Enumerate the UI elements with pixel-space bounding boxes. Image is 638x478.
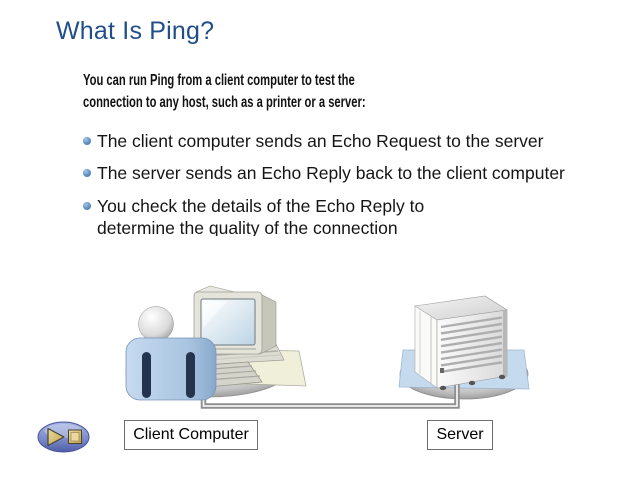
client-computer-illustration — [125, 285, 285, 401]
server-label: Server — [427, 420, 493, 450]
intro-line-2: connection to any host, such as a printe… — [83, 94, 366, 111]
bullet-text: You check the details of the Echo Reply … — [97, 196, 425, 216]
bullet-icon — [83, 202, 91, 210]
bullet-text: The client computer sends an Echo Reques… — [97, 131, 544, 151]
bullet-text: determine the quality of the connection — [97, 218, 398, 236]
bullet-item: You check the details of the Echo Reply … — [83, 195, 424, 236]
client-server-diagram — [125, 285, 530, 409]
server-tower-illustration — [414, 295, 508, 391]
bullet-icon — [83, 137, 91, 145]
nav-controls[interactable] — [34, 418, 92, 456]
client-computer-label: Client Computer — [124, 420, 258, 450]
intro-text: You can run Ping from a client computer … — [83, 70, 366, 114]
forward-triangle-icon[interactable] — [47, 427, 65, 447]
bullet-item: The client computer sends an Echo Reques… — [83, 130, 544, 152]
bullet-icon — [83, 169, 91, 177]
intro-line-1: You can run Ping from a client computer … — [83, 72, 355, 89]
person-figure — [125, 306, 217, 401]
page-title: What Is Ping? — [56, 17, 215, 45]
bullet-text: The server sends an Echo Reply back to t… — [97, 163, 565, 183]
bullet-item: The server sends an Echo Reply back to t… — [83, 162, 565, 184]
end-square-icon[interactable] — [68, 429, 82, 444]
